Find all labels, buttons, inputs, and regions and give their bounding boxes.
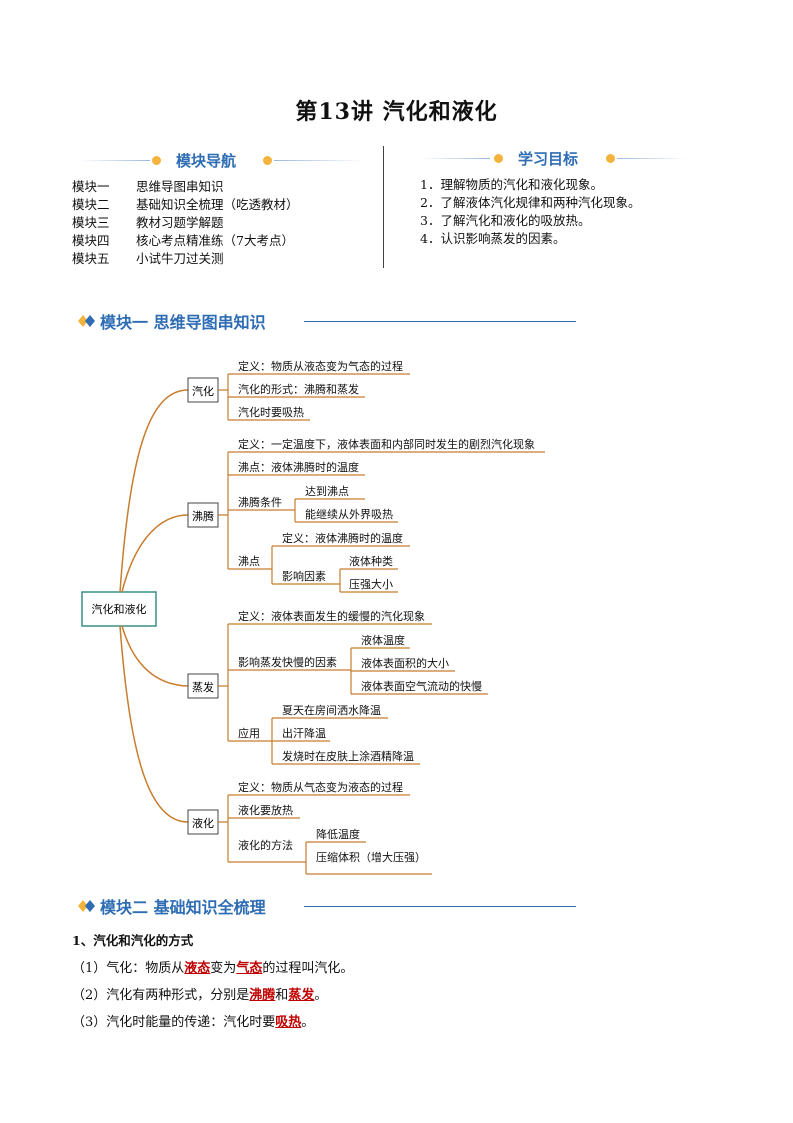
node-text: 应用 [238, 726, 260, 740]
node-text: 汽化时要吸热 [238, 405, 304, 419]
goals-heading-bar: 学习目标 [420, 148, 690, 168]
node-text: 出汗降温 [282, 726, 326, 740]
node-text: 液体温度 [361, 633, 405, 647]
branch-curve-zhengfa [121, 625, 189, 687]
column-divider [383, 146, 384, 268]
node-text: 汽化的形式：沸腾和蒸发 [238, 382, 359, 396]
node-text: 沸腾条件 [238, 495, 282, 509]
goal-item: 1．理解物质的汽化和液化现象。 [420, 177, 603, 192]
body-line: （1）气化：物质从液态变为气态的过程叫汽化。 [72, 961, 354, 976]
branch-label-feiteng: 沸腾 [192, 509, 214, 523]
node-text: 定义：液体表面发生的缓慢的汽化现象 [238, 609, 425, 623]
body-line: （3）汽化时能量的传递：汽化时要吸热。 [72, 1015, 315, 1030]
body-line: （2）汽化有两种形式，分别是沸腾和蒸发。 [72, 988, 328, 1003]
branch-box-yehua [187, 809, 219, 835]
node-text: 影响蒸发快慢的因素 [238, 655, 337, 669]
node-text: 定义：一定温度下，液体表面和内部同时发生的剧烈汽化现象 [238, 437, 535, 451]
dot-icon [494, 154, 503, 163]
goal-item: 3．了解汽化和液化的吸放热。 [420, 213, 591, 228]
branch-curve-qihua [119, 389, 189, 593]
nav-item[interactable]: 模块二基础知识全梳理（吃透教材） [72, 197, 299, 212]
node-text: 夏天在房间洒水降温 [282, 703, 381, 717]
diamond-icon [78, 900, 95, 912]
goal-item: 4．认识影响蒸发的因素。 [420, 231, 566, 246]
node-text: 液化的方法 [238, 838, 293, 852]
mindmap-root-box [81, 591, 157, 627]
node-text: 定义：物质从液态变为气态的过程 [238, 359, 403, 373]
branch-label-yehua: 液化 [192, 816, 214, 830]
node-text: 影响因素 [282, 570, 326, 583]
branch-box-qihua [187, 377, 219, 403]
goal-item: 2．了解液体汽化规律和两种汽化现象。 [420, 195, 641, 210]
dot-icon [606, 154, 615, 163]
node-text: 能继续从外界吸热 [305, 507, 393, 521]
mindmap-root: 汽化和液化 [92, 602, 147, 616]
node-text: 压强大小 [349, 577, 393, 591]
nav-item[interactable]: 模块一思维导图串知识 [72, 179, 224, 194]
node-text: 压缩体积（增大压强） [316, 850, 426, 864]
branch-label-qihua: 汽化 [192, 384, 214, 398]
branch-label-zhengfa: 蒸发 [192, 680, 214, 694]
branch-curve-feiteng [121, 514, 189, 593]
goals-heading: 学习目标 [518, 150, 579, 168]
diamond-icon [78, 315, 95, 327]
page-title: 第13讲 汽化和液化 [295, 99, 498, 125]
module2-heading: 模块二 基础知识全梳理 [100, 898, 266, 917]
node-text: 沸点：液体沸腾时的温度 [238, 460, 359, 474]
dot-icon [263, 156, 272, 165]
module1-heading-bar: 模块一 思维导图串知识 [78, 309, 578, 333]
node-text: 液体种类 [349, 554, 393, 568]
nav-item[interactable]: 模块三教材习题学解题 [72, 215, 224, 230]
node-text: 沸点 [238, 555, 260, 568]
section-title: 1、汽化和汽化的方式 [72, 933, 194, 948]
nav-item[interactable]: 模块五小试牛刀过关测 [72, 251, 224, 266]
node-text: 液体表面空气流动的快慢 [361, 679, 482, 693]
mind-map: 汽化和液化 汽化 沸腾 蒸发 液化 [81, 359, 545, 875]
nav-heading: 模块导航 [176, 152, 237, 170]
node-text: 液化要放热 [238, 803, 293, 817]
branch-curve-yehua [119, 625, 189, 823]
module2-heading-bar: 模块二 基础知识全梳理 [78, 894, 578, 918]
dot-icon [152, 156, 161, 165]
module1-heading: 模块一 思维导图串知识 [100, 313, 266, 332]
node-text: 定义：液体沸腾时的温度 [282, 531, 403, 545]
node-text: 降低温度 [316, 827, 360, 841]
nav-item[interactable]: 模块四核心考点精准练（7大考点） [72, 233, 294, 248]
node-text: 发烧时在皮肤上涂酒精降温 [282, 749, 414, 763]
node-text: 液体表面积的大小 [361, 656, 449, 670]
node-text: 定义：物质从气态变为液态的过程 [238, 780, 403, 794]
nav-heading-bar: 模块导航 [80, 150, 380, 170]
node-text: 达到沸点 [305, 485, 349, 498]
